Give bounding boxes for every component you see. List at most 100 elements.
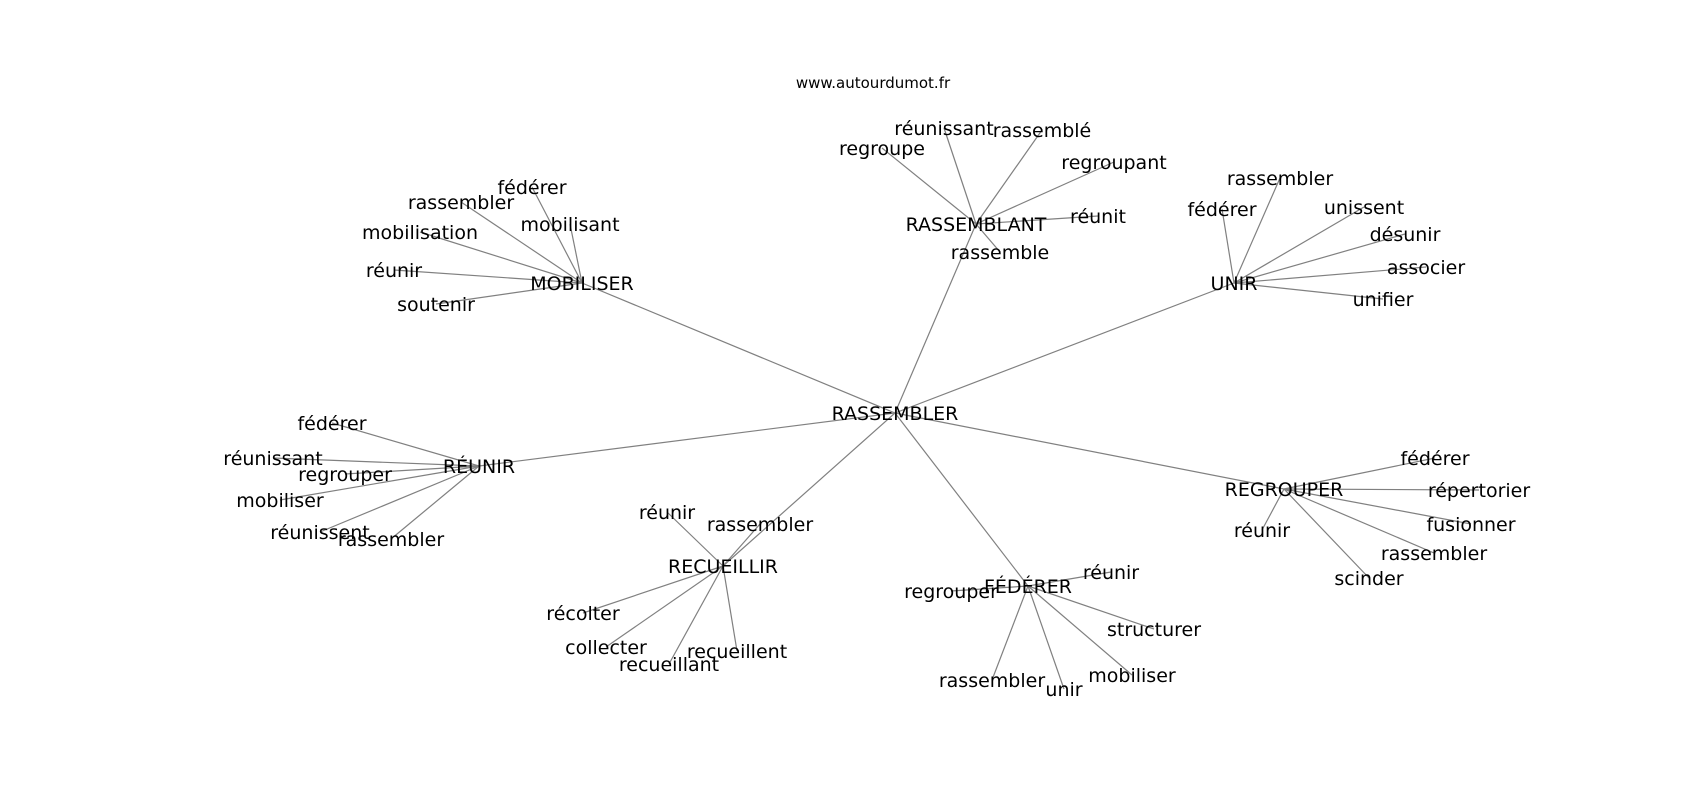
edge-group-to-related [975,161,1115,225]
edge-group-to-related [975,215,1099,225]
related-word-label: scinder [1334,568,1403,590]
related-word-label: rassembler [338,529,444,551]
related-word-label: soutenir [397,294,475,316]
related-word-label: fusionner [1426,514,1515,536]
related-word-label: rassemble [951,242,1049,264]
graph-edges [272,127,1480,690]
edge-group-to-related [435,282,583,305]
edge-center-to-group [581,282,896,414]
edge-group-to-related [1233,266,1427,284]
related-word-label: collecter [565,637,647,659]
group-node-label: RECUEILLIR [668,556,778,578]
related-word-label: regrouper [298,464,392,486]
edge-group-to-related [460,201,583,284]
related-word-label: réunissant [894,118,993,140]
related-word-label: rassembler [707,514,813,536]
edge-group-to-related [666,511,724,567]
group-node-label: MOBILISER [530,273,633,295]
related-word-label: mobilisant [520,214,619,236]
edge-group-to-related [390,465,480,540]
related-word-label: fédérer [297,413,366,435]
center-node-label: RASSEMBLER [832,403,959,425]
related-word-label: réunir [639,502,695,524]
related-word-label: fédérer [1400,448,1469,470]
group-node-label: UNIR [1211,273,1258,295]
edge-group-to-related [531,186,583,284]
related-word-label: désunir [1370,224,1441,246]
related-word-label: fédérer [497,177,566,199]
related-word-label: rassembler [408,192,514,214]
edge-center-to-group [478,412,896,467]
edge-group-to-related [1233,177,1281,284]
edge-group-to-related [881,147,977,225]
edge-center-to-group [722,412,896,567]
edge-group-to-related [1027,571,1112,587]
related-word-label: mobiliser [236,490,324,512]
edge-group-to-related [569,223,583,284]
related-word-label: rassembler [1381,543,1487,565]
edge-group-to-related [393,269,583,284]
group-node-label: REGROUPER [1225,479,1344,501]
edge-center-to-group [894,282,1235,414]
edge-group-to-related [319,465,480,533]
edge-group-to-related [582,565,724,614]
edge-group-to-related [331,422,480,467]
related-word-label: réunir [1234,520,1290,542]
related-word-label: regroupe [839,138,925,160]
edge-group-to-related [975,223,1001,253]
related-word-label: réunir [366,260,422,282]
edge-group-to-related [1233,233,1406,284]
related-word-label: rassembler [1227,168,1333,190]
edge-center-to-group [894,223,977,414]
edge-group-to-related [1283,488,1480,491]
edge-group-to-related [1233,206,1365,284]
group-node-label: FÉDÉRER [984,575,1072,598]
related-word-label: unissent [1324,197,1404,219]
edge-group-to-related [950,585,1029,592]
related-word-label: rassemblé [993,120,1091,142]
edge-group-to-related [605,565,724,648]
edge-group-to-related [1027,585,1155,630]
edge-group-to-related [1283,457,1436,490]
related-word-label: fédérer [1187,199,1256,221]
edge-group-to-related [943,127,977,225]
related-word-label: réunissant [223,448,322,470]
edge-group-to-related [419,231,583,284]
related-word-label: structurer [1107,619,1201,641]
edge-group-to-related [668,565,724,665]
related-word-label: réunir [1083,562,1139,584]
edge-group-to-related [722,565,738,652]
edge-group-to-related [975,129,1043,225]
edge-group-to-related [272,457,480,467]
edge-group-to-related [1027,585,1133,676]
related-word-label: mobiliser [1088,665,1176,687]
edge-center-to-group [894,412,1029,587]
related-word-label: mobilisation [362,222,478,244]
related-word-label: regroupant [1061,152,1166,174]
edge-group-to-related [1283,488,1435,554]
related-word-label: réunit [1070,206,1126,228]
edge-group-to-related [1283,488,1370,579]
edge-group-to-related [279,465,480,501]
edge-group-to-related [991,585,1029,681]
related-word-label: recueillant [619,654,719,676]
edge-group-to-related [1233,282,1384,300]
edge-group-to-related [1283,488,1472,525]
related-word-label: rassembler [939,670,1045,692]
edge-group-to-related [1261,488,1285,531]
related-word-label: unir [1045,679,1082,701]
related-word-label: recueillent [687,641,787,663]
related-word-label: regrouper [904,581,998,603]
related-word-label: répertorier [1428,480,1530,502]
related-word-label: associer [1387,257,1465,279]
edge-group-to-related [1221,208,1235,284]
related-word-label: unifier [1353,289,1414,311]
edge-group-to-related [722,523,761,567]
edge-center-to-group [894,412,1285,490]
group-node-label: RASSEMBLANT [906,214,1047,236]
edge-group-to-related [1027,585,1065,690]
source-credit: www.autourdumot.fr [796,74,951,92]
group-node-label: RÉUNIR [443,455,515,478]
